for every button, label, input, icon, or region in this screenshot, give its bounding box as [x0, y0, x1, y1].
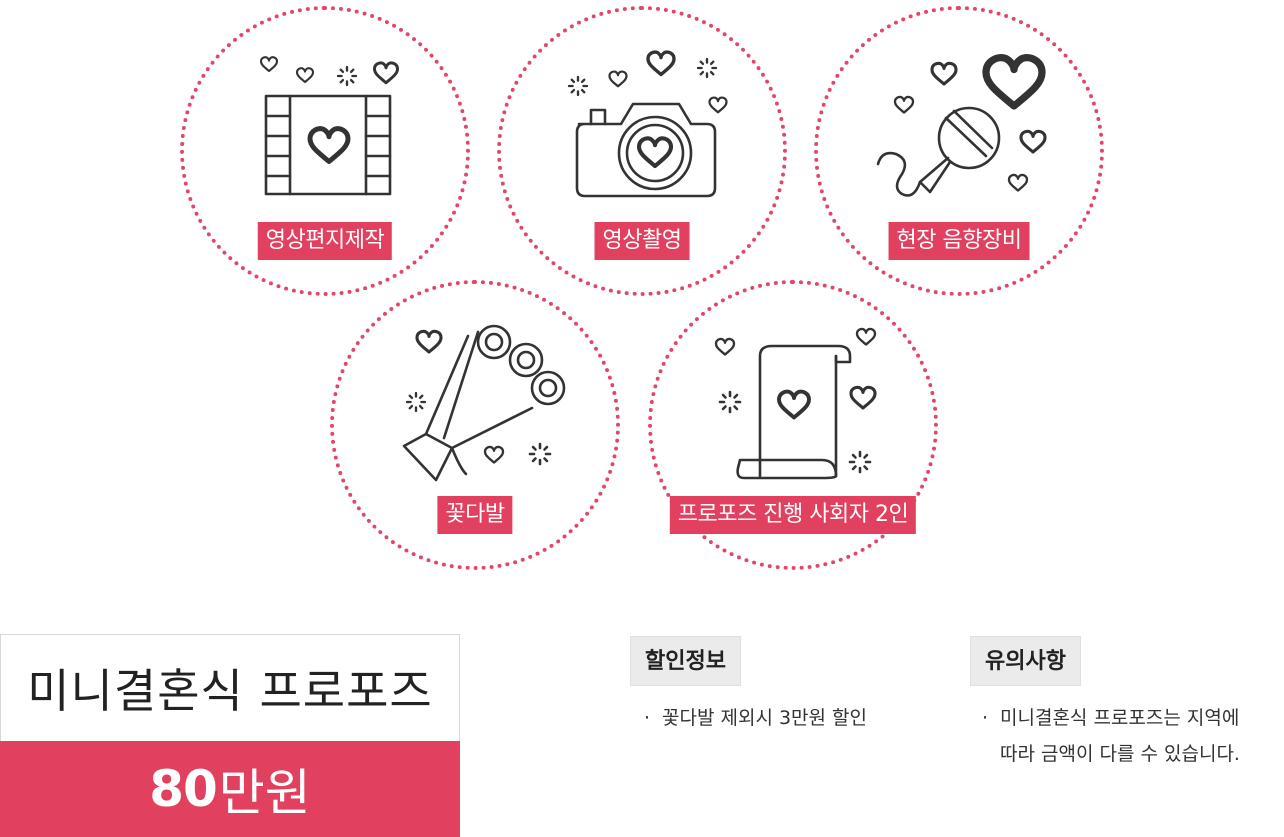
service-circle-mc: 프로포즈 진행 사회자 2인	[648, 280, 938, 570]
service-circle-bouquet: 꽃다발	[330, 280, 620, 570]
notice-line-2: 따라 금액이 다를 수 있습니다.	[1000, 743, 1240, 765]
service-circle-video-letter: 영상편지제작	[180, 6, 470, 296]
service-circle-sound-equipment: 현장 음향장비	[814, 6, 1104, 296]
notice-heading: 유의사항	[970, 636, 1081, 686]
service-label: 영상촬영	[594, 222, 690, 260]
bouquet-icon	[402, 324, 566, 482]
service-label: 프로포즈 진행 사회자 2인	[669, 496, 917, 534]
package-title: 미니결혼식 프로포즈	[27, 664, 433, 718]
bullet: ·	[644, 707, 651, 729]
microphone-heart-icon	[876, 10, 1047, 197]
service-label: 꽃다발	[437, 496, 513, 534]
service-label: 영상편지제작	[257, 222, 393, 260]
price-number: 80	[149, 760, 218, 818]
discount-text: · 꽃다발 제외시 3만원 할인	[644, 700, 867, 736]
service-circle-video-shoot: 영상촬영	[497, 6, 787, 296]
discount-heading: 할인정보	[630, 636, 741, 686]
service-label: 현장 음향장비	[888, 222, 1030, 260]
bullet: ·	[982, 707, 989, 729]
notice-line-1: 미니결혼식 프로포즈는 지역에	[1000, 707, 1240, 729]
notice-text: · 미니결혼식 프로포즈는 지역에 따라 금액이 다를 수 있습니다.	[982, 700, 1240, 772]
price-unit: 만원	[218, 764, 311, 822]
camera-heart-icon	[567, 50, 728, 198]
discount-item: 꽃다발 제외시 3만원 할인	[662, 707, 868, 729]
scroll-heart-icon	[714, 327, 877, 480]
film-heart-icon	[259, 56, 399, 196]
